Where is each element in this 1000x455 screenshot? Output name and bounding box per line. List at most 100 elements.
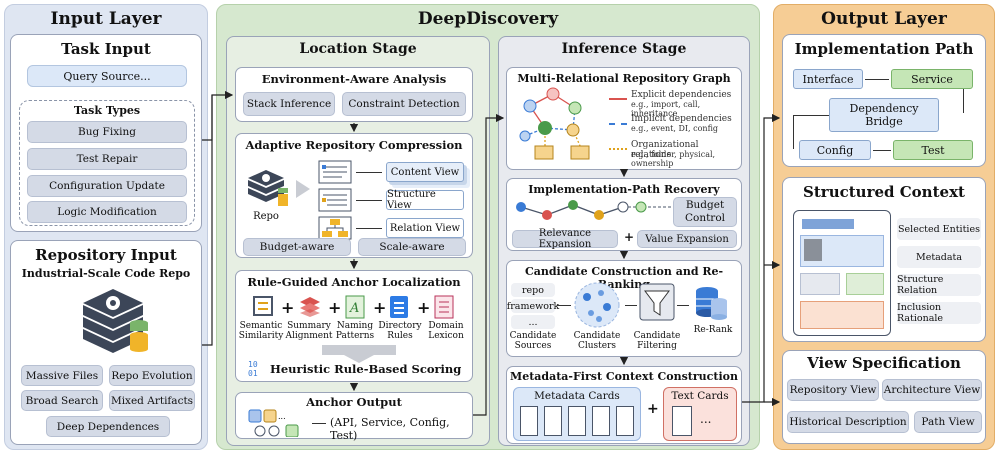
naming-patterns: Naming Patterns bbox=[335, 321, 375, 341]
repository-graph: Multi-Relational Repository Graph Explic… bbox=[506, 67, 742, 170]
implementation-path: Implementation Path Interface Service De… bbox=[782, 34, 986, 167]
tag-repo-evolution: Repo Evolution bbox=[109, 365, 195, 386]
structured-context-title: Structured Context bbox=[803, 183, 965, 201]
rerank-db-icon bbox=[696, 287, 727, 320]
metadata-context-title: Metadata-First Context Construction bbox=[510, 370, 738, 383]
view-historical-description: Historical Description bbox=[787, 411, 909, 433]
task-types-box: Task Types Bug Fixing Test Repair Config… bbox=[19, 100, 195, 226]
layers-icon bbox=[300, 297, 320, 317]
ctx-inclusion-rationale: Inclusion Rationale bbox=[897, 302, 981, 324]
plus-2: + bbox=[328, 298, 342, 317]
doc-header-bar bbox=[802, 219, 854, 229]
anchor-arrow bbox=[312, 423, 326, 424]
compress-arrow bbox=[296, 180, 310, 198]
repo-server-icon bbox=[248, 170, 288, 206]
filter-icon bbox=[639, 283, 675, 321]
plus-4: + bbox=[417, 298, 431, 317]
legend-implicit: Implicit dependencies bbox=[631, 114, 732, 124]
anchor-output: Anchor Output ... (API, Service, Config,… bbox=[235, 392, 473, 442]
label-candidate-filtering: Candidate Filtering bbox=[633, 331, 681, 351]
source-more: ... bbox=[511, 315, 555, 329]
scale-aware: Scale-aware bbox=[358, 238, 466, 256]
node-test: Test bbox=[893, 140, 973, 160]
directory-icon bbox=[390, 296, 408, 318]
similarity-icon bbox=[253, 296, 273, 316]
legend-implicit-arrow bbox=[609, 123, 627, 125]
repo-input-title: Repository Input bbox=[35, 246, 177, 264]
ctx-structure-relation: Structure Relation bbox=[897, 274, 981, 296]
implementation-path-title: Implementation Path bbox=[794, 40, 974, 58]
repo-input-subtitle: Industrial-Scale Code Repo bbox=[21, 267, 191, 280]
metadata-context: Metadata-First Context Construction Meta… bbox=[506, 366, 742, 444]
meta-card-3 bbox=[568, 406, 586, 436]
arrow-bridge-down bbox=[793, 115, 829, 149]
budget-aware: Budget-aware bbox=[243, 238, 351, 256]
meta-card-1 bbox=[520, 406, 538, 436]
meta-card-4 bbox=[592, 406, 610, 436]
path-chain-icon bbox=[516, 200, 673, 220]
tag-deep-dependences: Deep Dependences bbox=[46, 416, 170, 437]
meta-plus: + bbox=[647, 401, 659, 417]
view-architecture: Architecture View bbox=[882, 379, 982, 401]
view-specification: View Specification Repository View Archi… bbox=[782, 350, 986, 444]
doc-block-2 bbox=[800, 273, 840, 295]
stack-inference: Stack Inference bbox=[243, 92, 335, 116]
meta-card-2 bbox=[544, 406, 562, 436]
label-candidate-clusters: Candidate Clusters bbox=[573, 331, 621, 351]
text-cards-more: ... bbox=[700, 412, 712, 426]
tag-massive-files: Massive Files bbox=[21, 365, 103, 386]
semantic-similarity: Semantic Similarity bbox=[238, 321, 284, 341]
location-stage-title: Location Stage bbox=[299, 41, 417, 57]
task-type-test-repair: Test Repair bbox=[27, 148, 187, 170]
task-type-logic-modification: Logic Modification bbox=[27, 201, 187, 223]
ctx-metadata: Metadata bbox=[897, 246, 981, 268]
input-layer-title: Input Layer bbox=[50, 9, 162, 29]
task-input-panel: Task Input Query Source... Task Types Bu… bbox=[10, 34, 202, 232]
plus-3: + bbox=[373, 298, 387, 317]
arrow-structure bbox=[356, 200, 382, 201]
adaptive-compression: Adaptive Repository Compression Repo Con… bbox=[235, 133, 473, 258]
sources-arrow bbox=[557, 305, 571, 306]
svg-text:A: A bbox=[349, 301, 359, 316]
doc-thumb bbox=[804, 239, 822, 261]
query-source: Query Source... bbox=[27, 65, 187, 87]
node-interface: Interface bbox=[793, 69, 863, 89]
plus-expansion: + bbox=[624, 230, 635, 244]
repo-input-panel: Repository Input Industrial-Scale Code R… bbox=[10, 240, 202, 445]
context-document bbox=[793, 210, 891, 336]
view-specification-title: View Specification bbox=[807, 354, 961, 372]
relevance-expansion: Relevance Expansion bbox=[512, 228, 618, 250]
task-type-config-update: Configuration Update bbox=[27, 175, 187, 197]
content-view: Content View bbox=[386, 162, 464, 182]
server-stack-icon bbox=[83, 289, 148, 353]
directory-rules: Directory Rules bbox=[378, 321, 422, 341]
structure-view: Structure View bbox=[386, 189, 464, 211]
naming-icon: A bbox=[345, 295, 365, 319]
arrow-interface-service bbox=[865, 79, 889, 80]
source-framework: framework bbox=[506, 299, 560, 313]
metadata-cards: Metadata Cards bbox=[513, 387, 641, 441]
doc-block-4 bbox=[800, 301, 884, 329]
path-recovery: Implementation-Path Recovery Budget Cont… bbox=[506, 178, 742, 251]
node-config: Config bbox=[799, 140, 871, 160]
graph-icon bbox=[519, 87, 590, 160]
text-cards-title: Text Cards bbox=[671, 390, 729, 402]
path-recovery-title: Implementation-Path Recovery bbox=[528, 183, 720, 196]
tag-broad-search: Broad Search bbox=[21, 390, 103, 411]
view-path: Path View bbox=[914, 411, 982, 433]
legend-explicit: Explicit dependencies bbox=[631, 90, 732, 100]
legend-org-arrow bbox=[609, 148, 627, 150]
legend-explicit-arrow bbox=[609, 98, 627, 100]
plus-1: + bbox=[281, 298, 295, 317]
tag-mixed-artifacts: Mixed Artifacts bbox=[109, 390, 195, 411]
structure-view-icon bbox=[318, 188, 352, 212]
structured-context: Structured Context Selected Entities Met… bbox=[782, 177, 986, 342]
ctx-selected-entities: Selected Entities bbox=[897, 218, 981, 240]
output-layer-title: Output Layer bbox=[821, 9, 947, 29]
domain-lexicon: Domain Lexicon bbox=[428, 321, 464, 341]
svg-text:10: 10 bbox=[248, 360, 258, 369]
arrow-config-test bbox=[873, 150, 891, 151]
budget-control: Budget Control bbox=[673, 197, 737, 227]
anchor-output-title: Anchor Output bbox=[306, 395, 402, 409]
relation-view-icon bbox=[318, 216, 352, 240]
